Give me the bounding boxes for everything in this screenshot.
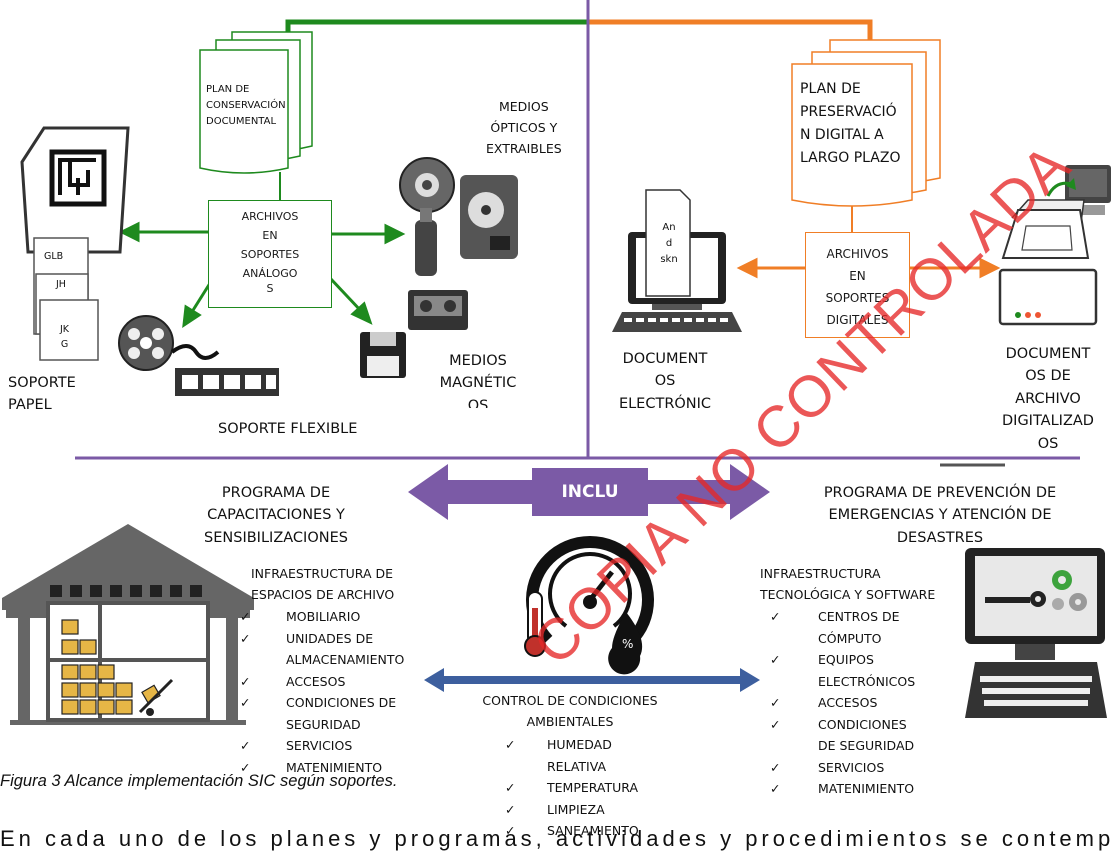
optical-media-icon <box>399 157 518 276</box>
paper-doc-label-3: JK G <box>60 324 70 351</box>
plan-conservacion-doc <box>199 31 313 174</box>
list-item: ✓ACCESOS <box>770 695 878 710</box>
plan-preservacion-doc <box>791 39 941 207</box>
list-item: ✓SERVICIOS <box>770 759 885 775</box>
blue-arrow <box>424 668 760 692</box>
computer-tools-icon <box>965 548 1107 718</box>
list-item: ✓SANEAMIENTO <box>505 823 639 838</box>
magnetic-media-icon <box>360 290 468 378</box>
orange-arrows <box>736 257 1001 279</box>
inclu-label: INCLU <box>561 482 619 502</box>
film-reel-icon <box>118 315 279 396</box>
paper-support-icon <box>20 126 130 361</box>
soporte-flexible-label: SOPORTE FLEXIBLE <box>218 421 358 437</box>
environment-gauge-icon: % <box>524 536 654 675</box>
inclu-arrow <box>408 464 770 520</box>
paper-doc-label-2: JH <box>56 279 66 290</box>
body-text-line: En cada uno de los planes y programas, a… <box>0 826 1111 851</box>
list-item: ✓MOBILIARIO <box>240 609 361 624</box>
paper-doc-label-1: GLB <box>44 251 64 262</box>
list-item: ✓MATENIMIENTO <box>770 781 915 796</box>
list-item: ✓SERVICIOS <box>240 738 353 753</box>
list-item: ✓MATENIMIENTO <box>240 759 383 775</box>
list-item: ✓ACCESOS <box>240 673 346 689</box>
list-item: ✓LIMPIEZA <box>505 801 605 817</box>
scanner-icon <box>998 165 1111 326</box>
figure-caption: Figura 3 Alcance implementación SIC segú… <box>0 772 398 790</box>
computer-electronic-docs-icon <box>612 189 742 332</box>
green-connector <box>285 19 588 48</box>
svg-text:%: % <box>622 637 633 651</box>
list-item: ✓TEMPERATURA <box>505 780 639 795</box>
warehouse-icon <box>2 524 254 725</box>
